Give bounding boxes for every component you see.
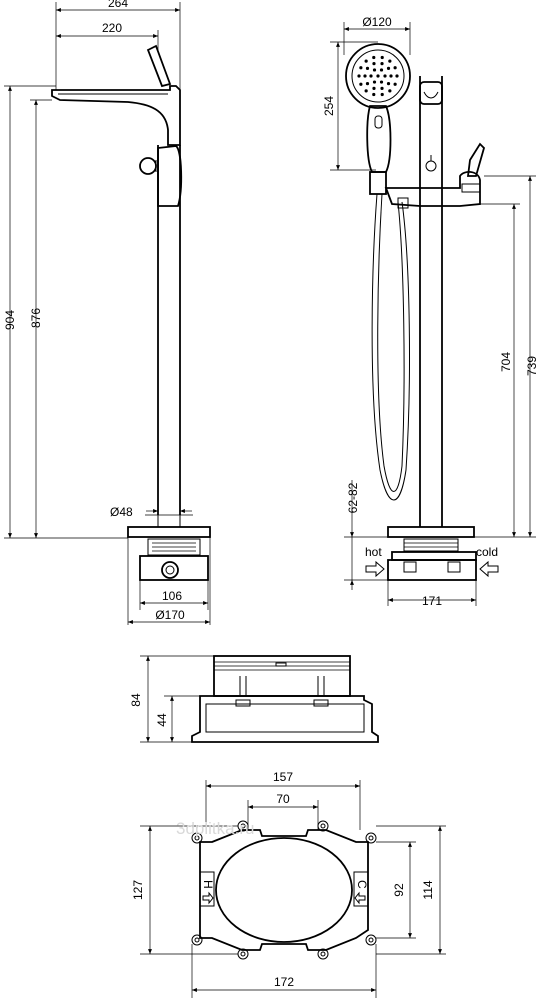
shower-head — [345, 43, 411, 109]
column-screw — [425, 160, 437, 172]
nozzle — [379, 80, 384, 84]
dim-62-82-text: 62-82 — [346, 482, 360, 513]
nozzle — [393, 82, 397, 86]
watermark: 3dplitka.ru — [176, 819, 254, 838]
dim-704-text: 704 — [499, 352, 513, 372]
cold-label: cold — [476, 545, 498, 559]
box-lower — [191, 695, 379, 743]
dim-220-text: 220 — [102, 21, 122, 35]
nozzle — [380, 55, 384, 60]
h-marker: H — [201, 880, 215, 889]
hot-arrow — [365, 560, 385, 578]
right-front-elevation: Ø120 254 — [322, 15, 539, 608]
nozzle — [364, 59, 368, 63]
box-opening — [215, 837, 353, 943]
nozzle — [389, 74, 393, 78]
nozzle — [388, 89, 392, 93]
hot-label: hot — [365, 545, 382, 559]
lever — [146, 44, 172, 88]
dim-254-text: 254 — [322, 96, 336, 116]
box-outline — [199, 829, 369, 951]
nozzle — [376, 74, 380, 78]
shower-nozzles — [357, 55, 399, 97]
nozzle — [379, 68, 384, 72]
dim-120-text: Ø120 — [362, 15, 392, 29]
nozzle — [386, 66, 391, 70]
mount-box-top — [147, 538, 201, 556]
c-marker: C — [355, 880, 369, 889]
dim-171-text: 171 — [422, 594, 442, 608]
nozzle — [372, 92, 376, 97]
hose-connector — [397, 197, 409, 209]
nozzle — [369, 74, 373, 78]
left-side-elevation: 264 220 Ø48 1 — [3, 0, 211, 625]
mount-box-port — [161, 561, 179, 579]
nozzle — [380, 62, 384, 66]
top-cap — [419, 81, 443, 105]
nozzle — [372, 80, 377, 84]
nozzle — [383, 74, 387, 78]
nozzle — [395, 74, 399, 78]
dim-70-text: 70 — [276, 792, 290, 806]
mount-box-plan-view: 157 70 H C 127 — [131, 770, 446, 998]
dim-170-text: Ø170 — [155, 608, 185, 622]
mount-box-bottom — [139, 555, 209, 581]
shower-hose — [371, 193, 410, 501]
nozzle — [388, 59, 392, 63]
dim-92-text: 92 — [392, 883, 406, 897]
dim-157-text: 157 — [273, 770, 293, 784]
dim-106-text: 106 — [162, 589, 182, 603]
dim-84-text: 84 — [129, 693, 143, 707]
nozzle — [386, 82, 391, 86]
nozzle — [380, 86, 384, 90]
nozzle — [365, 66, 370, 70]
shower-holder — [369, 171, 387, 195]
nozzle — [372, 86, 376, 90]
nozzle — [372, 62, 376, 66]
dim-876-text: 876 — [29, 308, 43, 328]
nozzle — [363, 74, 367, 78]
dim-264-text: 264 — [108, 0, 128, 10]
nozzle — [357, 74, 361, 78]
mixer-lever — [466, 142, 486, 177]
nozzle — [393, 66, 397, 70]
base-flange — [127, 526, 211, 538]
dim-44-text: 44 — [155, 713, 169, 727]
nozzle — [372, 68, 377, 72]
nozzle — [380, 92, 384, 97]
dim-172-text: 172 — [274, 975, 294, 989]
mounting-holes — [191, 820, 377, 960]
mount-box-right — [387, 559, 477, 581]
nozzle — [365, 82, 370, 86]
dim-739-text: 739 — [525, 356, 539, 376]
mixer-body — [384, 171, 481, 207]
spout-body — [51, 85, 181, 146]
nozzle — [359, 82, 363, 86]
shower-hose-inner — [377, 193, 405, 492]
diverter-knob — [139, 157, 157, 175]
dim-904-text: 904 — [3, 310, 17, 330]
knob-housing — [157, 145, 183, 207]
dim-127-text: 127 — [131, 880, 145, 900]
nozzle — [359, 66, 363, 70]
dim-48-text: Ø48 — [110, 505, 133, 519]
nozzle — [372, 55, 376, 60]
base-flange-right — [387, 526, 475, 538]
dim-114-text: 114 — [421, 880, 435, 899]
nozzle — [364, 89, 368, 93]
mount-box-side-view: 84 44 — [129, 655, 379, 743]
cold-arrow — [479, 560, 499, 578]
